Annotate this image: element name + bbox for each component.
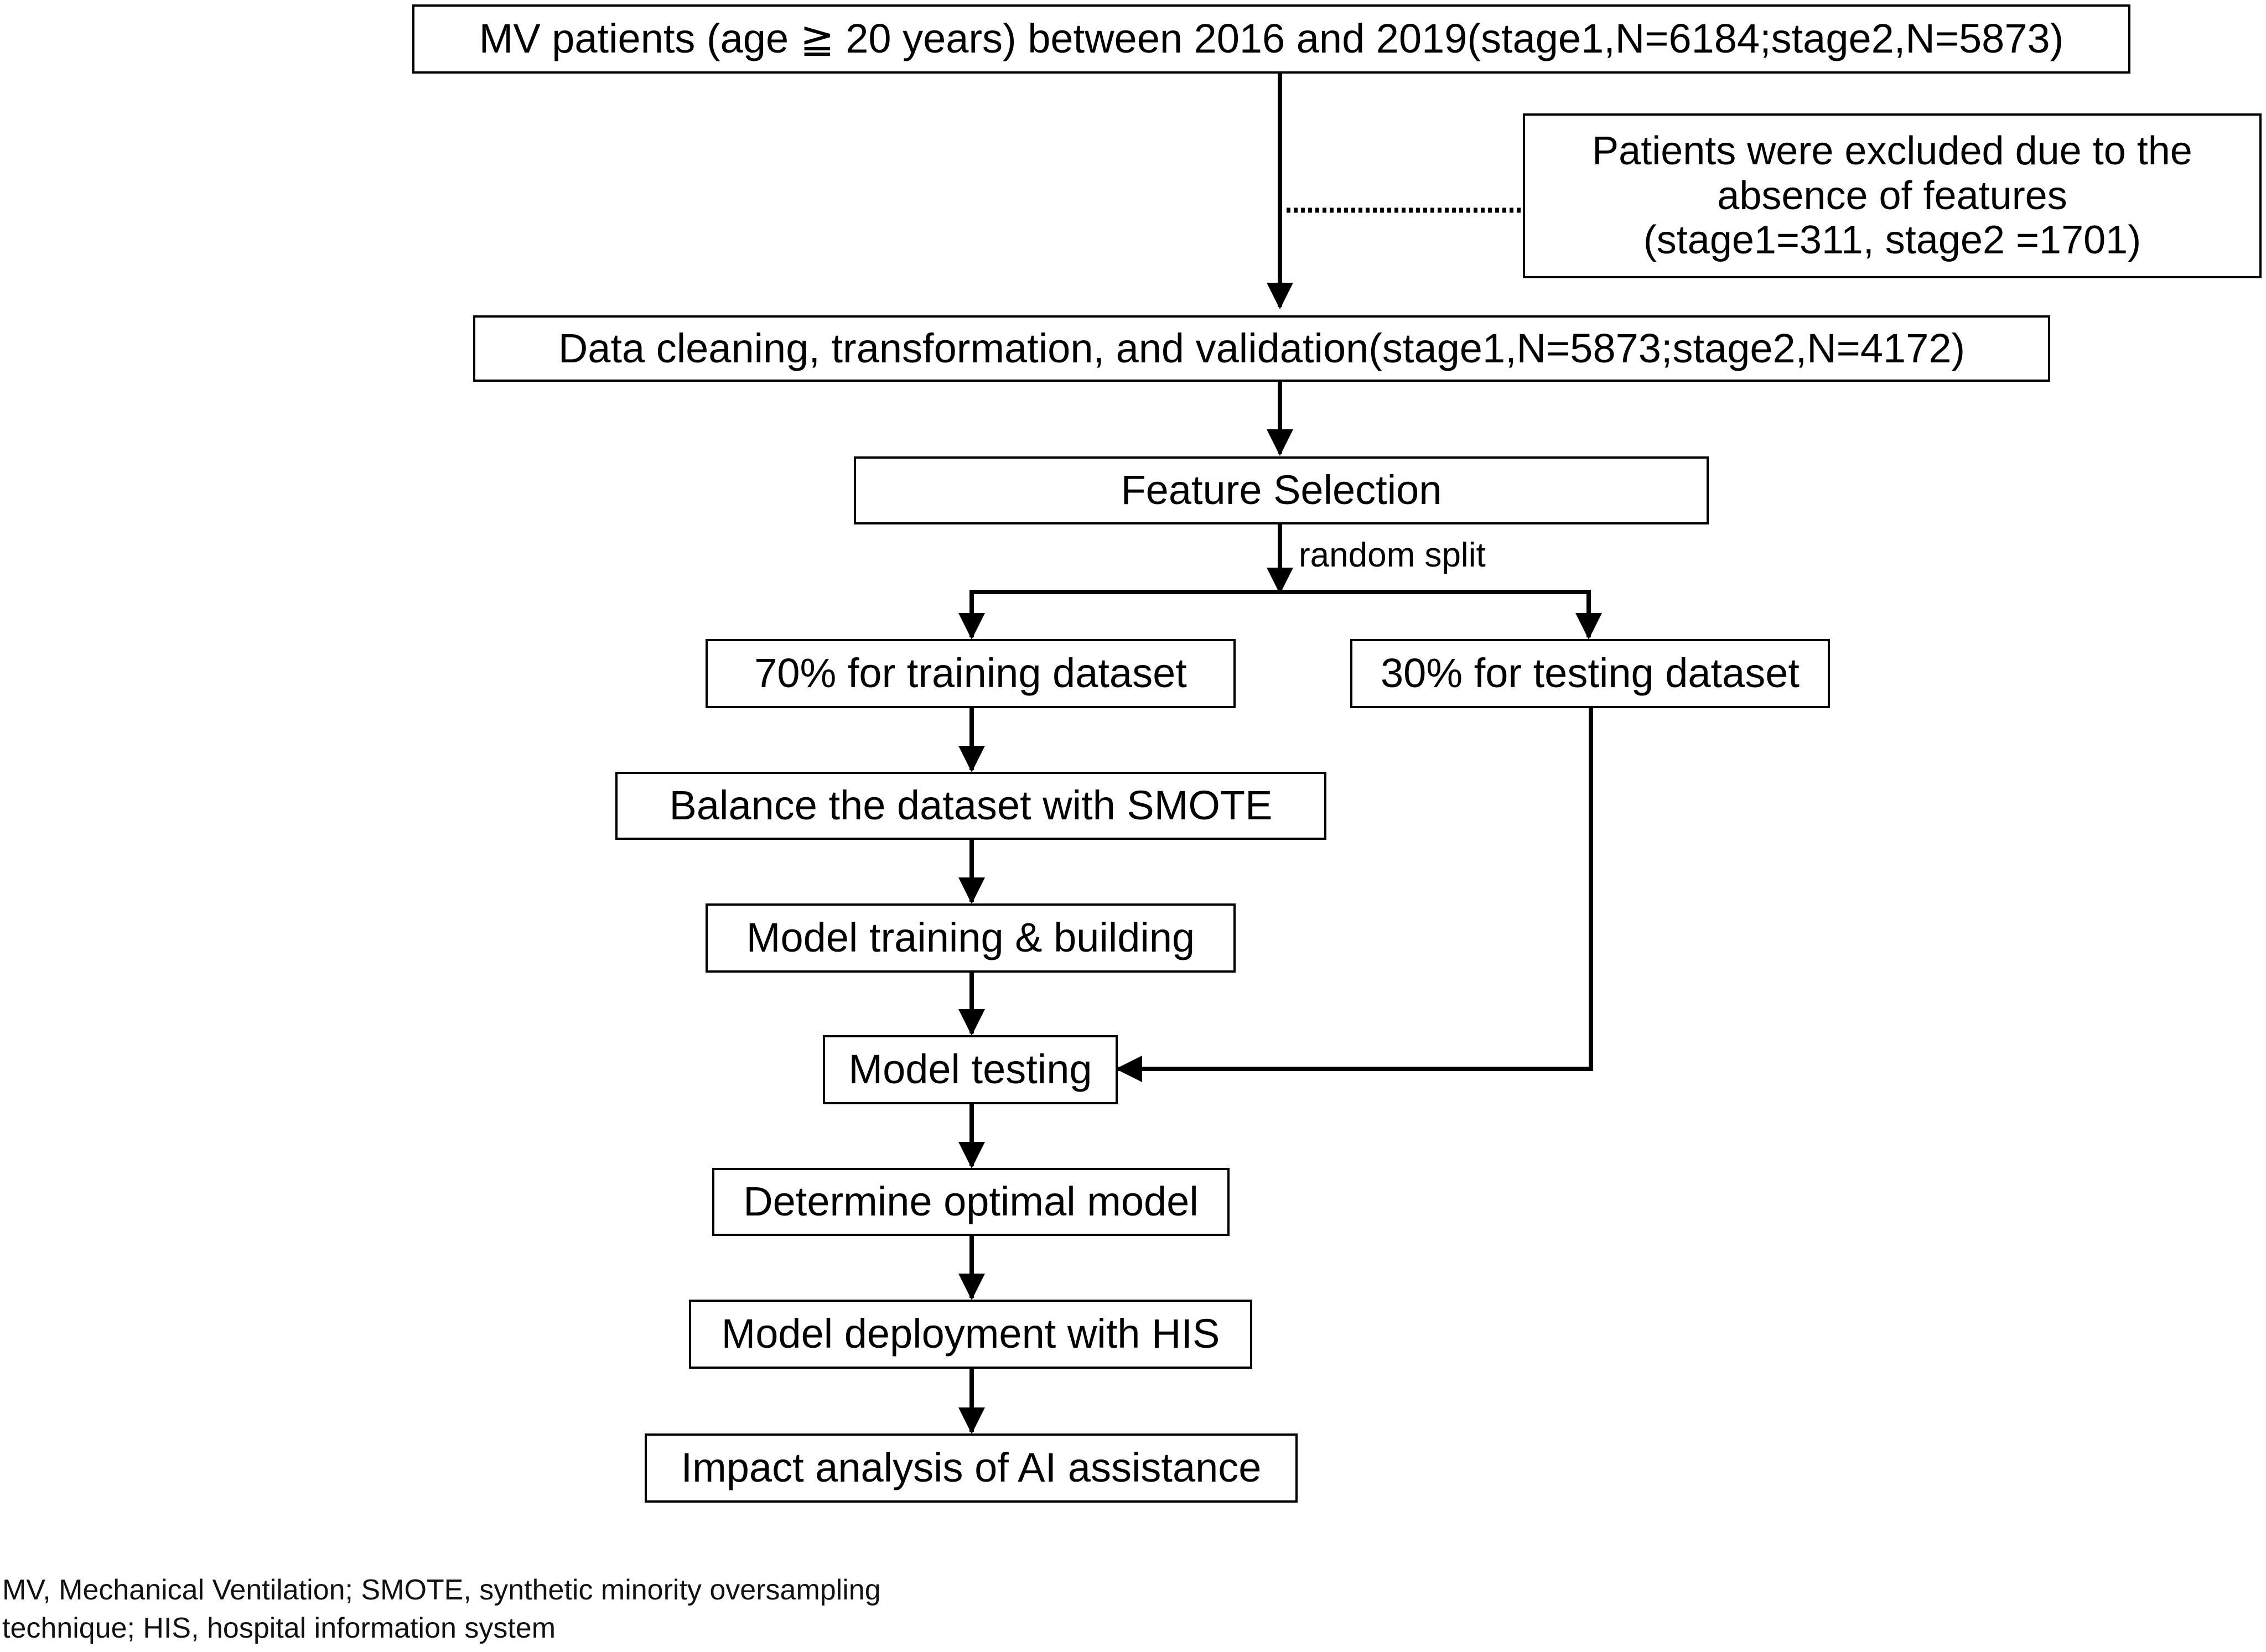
feature-selection-box: Feature Selection <box>854 456 1709 524</box>
footnote-line-2: technique; HIS, hospital information sys… <box>2 1612 556 1645</box>
source-population-box: MV patients (age ≧ 20 years) between 201… <box>412 4 2130 74</box>
exclusion-line-1: Patients were excluded due to the <box>1592 129 2192 174</box>
testing-dataset-box: 30% for testing dataset <box>1350 639 1830 708</box>
exclusion-line-3: (stage1=311, stage2 =1701) <box>1643 218 2141 263</box>
exclusion-line-2: absence of features <box>1717 173 2067 218</box>
random-split-label: random split <box>1299 536 1486 574</box>
model-testing-box: Model testing <box>823 1035 1118 1104</box>
abbreviation-footnote: MV, Mechanical Ventilation; SMOTE, synth… <box>2 1571 881 1648</box>
exclusion-box: Patients were excluded due to the absenc… <box>1523 113 2262 278</box>
footnote-line-1: MV, Mechanical Ventilation; SMOTE, synth… <box>2 1574 881 1606</box>
arrow-testing-to-model-testing <box>1116 708 1593 1082</box>
impact-analysis-box: Impact analysis of AI assistance <box>645 1433 1298 1503</box>
training-dataset-box: 70% for training dataset <box>706 639 1236 708</box>
model-training-box: Model training & building <box>706 903 1236 973</box>
data-cleaning-box: Data cleaning, transformation, and valid… <box>473 315 2050 382</box>
optimal-model-box: Determine optimal model <box>712 1168 1230 1236</box>
smote-balance-box: Balance the dataset with SMOTE <box>615 772 1326 840</box>
model-deployment-box: Model deployment with HIS <box>689 1300 1252 1369</box>
